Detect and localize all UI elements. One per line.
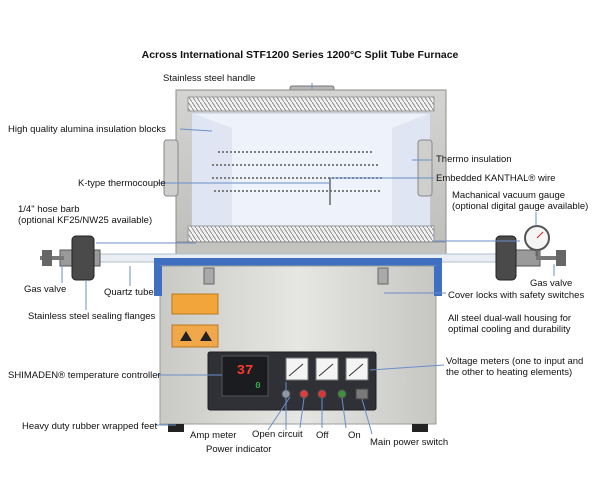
label-gas-valve-left: Gas valve [24, 284, 67, 295]
label-temp-controller: SHIMADEN® temperature controller [8, 370, 161, 381]
foot-right [412, 424, 428, 432]
on-button [337, 389, 347, 399]
foot-left [168, 424, 184, 432]
label-amp-meter: Amp meter [190, 430, 237, 441]
thermo-insulation-left [163, 139, 179, 197]
label-power-indicator: Power indicator [206, 444, 272, 455]
controller-display-top: 37 [237, 363, 254, 379]
label-housing-1: All steel dual-wall housing for [448, 313, 572, 324]
main-power-switch [355, 388, 369, 400]
label-voltage-1: Voltage meters (one to input and [446, 356, 584, 367]
label-open-circuit: Open circuit [252, 429, 303, 440]
cover-lock-left [203, 267, 215, 285]
label-handle: Stainless steel handle [163, 73, 256, 84]
label-hose-barb-1: 1/4" hose barb [18, 204, 80, 215]
label-voltage-2: the other to heating elements) [446, 367, 573, 378]
cover-lock-right [377, 267, 389, 285]
voltage-meter-heater [345, 357, 369, 381]
temp-controller [221, 355, 269, 397]
label-main-power: Main power switch [370, 437, 449, 448]
label-insulation-blocks: High quality alumina insulation blocks [8, 124, 166, 135]
thermo-insulation-right [417, 139, 433, 197]
voltage-meter-input [315, 357, 339, 381]
lower-insulation [187, 225, 435, 243]
controller-display-bottom: 0 [255, 381, 260, 391]
leader-lines [61, 83, 555, 435]
label-rubber-feet: Heavy duty rubber wrapped feet [22, 421, 158, 432]
label-sealing-flanges: Stainless steel sealing flanges [28, 311, 156, 322]
warning-label-top [171, 293, 219, 315]
right-flange-assembly [495, 225, 566, 281]
label-cover-locks: Cover locks with safety switches [448, 290, 585, 301]
label-thermo-insulation: Thermo insulation [436, 154, 512, 165]
label-vacuum-gauge-2: (optional digital gauge available) [452, 201, 589, 212]
warning-label-bottom [171, 324, 219, 348]
amp-meter-gauge [285, 357, 309, 381]
label-housing-2: optimal cooling and durability [448, 324, 571, 335]
diagram-title: Across International STF1200 Series 1200… [141, 49, 459, 61]
label-kanthal-wire: Embedded KANTHAL® wire [436, 173, 556, 184]
label-thermocouple: K-type thermocouple [78, 178, 166, 189]
label-on: On [348, 430, 361, 441]
label-gas-valve-right: Gas valve [530, 278, 573, 289]
label-vacuum-gauge-1: Machanical vacuum gauge [452, 190, 566, 201]
open-circuit-light [299, 389, 309, 399]
left-flange-assembly [40, 235, 101, 281]
off-button [317, 389, 327, 399]
label-quartz-tube: Quartz tube [104, 287, 154, 298]
lid-top-insulation [187, 96, 435, 112]
label-off: Off [316, 430, 329, 441]
label-hose-barb-2: (optional KF25/NW25 available) [18, 215, 153, 226]
